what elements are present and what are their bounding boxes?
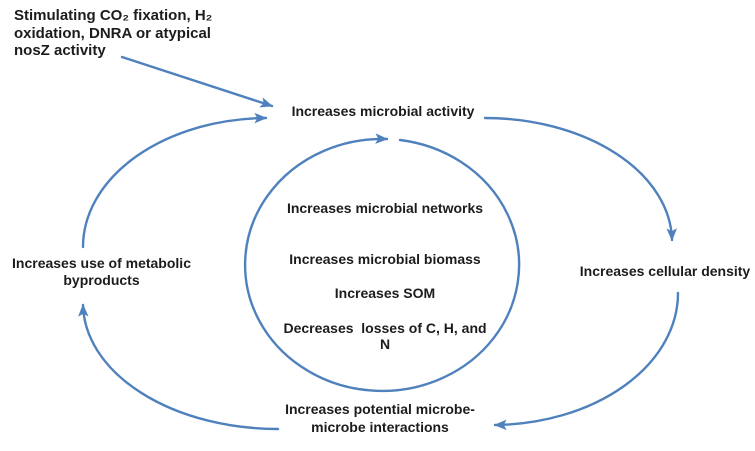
cycle-arc-left-to-top bbox=[81, 112, 268, 249]
inner-cycle-arrow bbox=[243, 133, 521, 393]
inner-item-decreases-losses: Decreases losses of C, H, and N bbox=[283, 320, 491, 352]
node-increases-microbe-interactions: Increases potential microbe-microbe inte… bbox=[285, 401, 475, 435]
node-increases-cellular-density: Increases cellular density bbox=[579, 263, 751, 279]
node-increases-microbial-activity: Increases microbial activity bbox=[291, 103, 475, 119]
cycle-arc-bottom-to-left bbox=[78, 303, 280, 431]
cycle-arc-right-to-bottom bbox=[493, 291, 680, 431]
stimulus-label: Stimulating CO₂ fixation, H₂ oxidation, … bbox=[14, 7, 213, 59]
inner-item-microbial-biomass: Increases microbial biomass bbox=[289, 251, 481, 267]
stimulus-arrow bbox=[120, 55, 274, 108]
inner-item-microbial-networks: Increases microbial networks bbox=[286, 200, 484, 216]
node-increases-metabolic-byproducts: Increases use of metabolic byproducts bbox=[12, 255, 191, 288]
inner-item-increases-som: Increases SOM bbox=[334, 285, 436, 301]
cycle-arc-top-to-right bbox=[483, 116, 677, 242]
